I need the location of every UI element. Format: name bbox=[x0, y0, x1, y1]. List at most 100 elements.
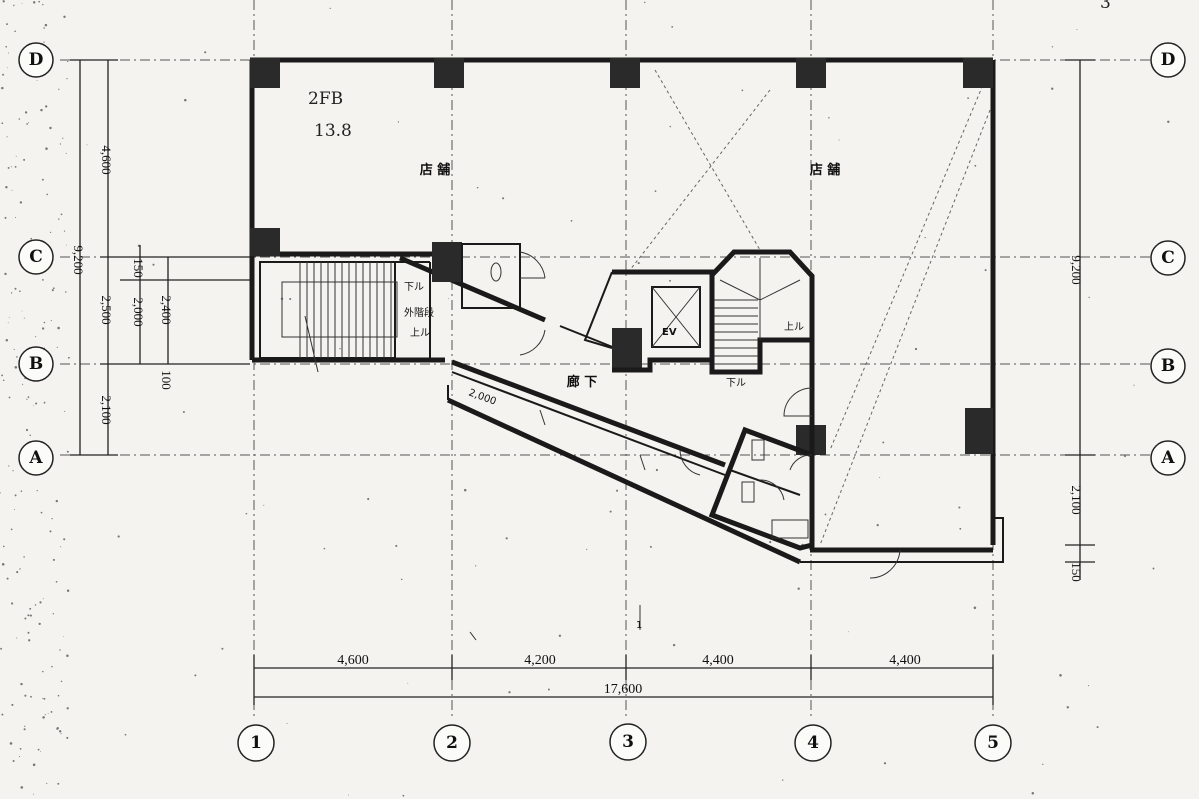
speckle bbox=[0, 492, 1, 494]
speckle bbox=[59, 143, 62, 145]
speckle bbox=[782, 779, 784, 781]
dim-left-2: 2,500 bbox=[99, 295, 114, 324]
speckle bbox=[47, 713, 49, 714]
speckle bbox=[1051, 87, 1054, 90]
speckle bbox=[27, 631, 30, 634]
row-bubble-c-right bbox=[1150, 240, 1186, 276]
speckle bbox=[5, 338, 9, 342]
speckle bbox=[43, 321, 46, 324]
speckle bbox=[60, 213, 63, 216]
speckle bbox=[14, 216, 17, 219]
dim-bottom-1: 4,600 bbox=[337, 653, 369, 668]
speckle bbox=[13, 4, 15, 6]
speckle bbox=[32, 763, 36, 767]
speckle bbox=[649, 545, 652, 548]
speckle bbox=[12, 760, 15, 762]
dimension-right: 9,200 2,100 150 bbox=[1065, 59, 1095, 582]
speckle bbox=[1076, 29, 1078, 31]
speckle bbox=[14, 30, 16, 33]
speckle bbox=[49, 530, 52, 533]
speckle bbox=[0, 647, 3, 650]
walls bbox=[249, 57, 1004, 565]
col-bubble-2 bbox=[433, 724, 471, 762]
speckle bbox=[367, 497, 370, 501]
speckle bbox=[24, 694, 27, 697]
toilet-fixture-icon bbox=[490, 262, 502, 282]
speckle bbox=[63, 230, 66, 232]
speckle bbox=[1096, 726, 1099, 729]
speckle bbox=[34, 604, 37, 606]
speckle bbox=[838, 139, 840, 141]
room-shop-left: 店 舗 bbox=[420, 162, 451, 178]
speckle bbox=[63, 636, 65, 638]
column-d1 bbox=[250, 58, 280, 88]
speckle bbox=[1133, 384, 1135, 386]
speckle bbox=[797, 587, 800, 590]
speckle bbox=[35, 336, 37, 338]
col-label-3: 3 bbox=[622, 732, 634, 752]
row-bubbles: D C B A D C B A bbox=[18, 42, 1186, 476]
speckle bbox=[14, 287, 17, 290]
room-shop-right: 店 舗 bbox=[810, 162, 841, 178]
speckle bbox=[1066, 706, 1070, 709]
dim-right-3: 150 bbox=[1069, 562, 1084, 582]
speckle bbox=[39, 601, 42, 604]
speckle bbox=[671, 26, 674, 28]
speckle bbox=[38, 0, 41, 3]
speckle bbox=[323, 547, 326, 550]
speckle bbox=[52, 287, 55, 290]
speckle bbox=[62, 137, 64, 139]
speckle bbox=[286, 723, 288, 724]
dim-left-inner-1: 2,000 bbox=[131, 297, 146, 326]
speckle bbox=[558, 634, 562, 637]
speckle bbox=[66, 589, 70, 593]
column-bubbles: 1 2 3 4 5 bbox=[237, 723, 1012, 762]
dim-corridor: 2,000 bbox=[467, 387, 498, 407]
speckle bbox=[41, 178, 44, 181]
speckle bbox=[848, 631, 850, 633]
speckle bbox=[40, 750, 41, 752]
speckle bbox=[2, 73, 5, 76]
speckle bbox=[655, 468, 659, 472]
doors bbox=[519, 329, 901, 579]
speckle bbox=[1, 86, 4, 90]
speckle bbox=[6, 577, 9, 580]
speckle bbox=[182, 411, 185, 413]
speckle bbox=[669, 125, 672, 128]
speckle bbox=[51, 289, 54, 292]
speckle bbox=[194, 674, 197, 677]
speckle bbox=[21, 2, 23, 4]
dimension-left: 4,600 2,500 2,100 9,200 2,000 150 2,400 … bbox=[70, 59, 250, 456]
speckle bbox=[44, 23, 48, 27]
speckle bbox=[56, 727, 59, 730]
speckle bbox=[29, 434, 31, 437]
speckle bbox=[973, 606, 977, 610]
speckle bbox=[32, 1, 36, 4]
speckle bbox=[4, 272, 7, 276]
dim-left-inner-2: 150 bbox=[131, 258, 146, 278]
speckle bbox=[475, 565, 477, 567]
speckle bbox=[10, 528, 13, 531]
speckle bbox=[1124, 455, 1126, 458]
speckle bbox=[58, 730, 62, 733]
speckle bbox=[19, 201, 23, 204]
speckle bbox=[42, 716, 45, 719]
speckle bbox=[7, 166, 10, 169]
dim-left-total: 9,200 bbox=[71, 245, 86, 274]
speckle bbox=[23, 158, 26, 161]
toilet-fixture-lower-icon bbox=[741, 481, 755, 503]
speckle bbox=[20, 786, 24, 789]
speckle bbox=[49, 126, 52, 130]
speckle bbox=[204, 51, 207, 54]
speckle bbox=[24, 617, 27, 620]
speckle bbox=[23, 728, 26, 731]
speckle bbox=[66, 707, 69, 710]
speckle bbox=[13, 348, 15, 351]
speckle bbox=[45, 105, 48, 108]
speckle bbox=[19, 748, 22, 750]
row-label-d-right: D bbox=[1161, 50, 1176, 70]
column-b3 bbox=[612, 328, 642, 368]
speckle bbox=[1152, 567, 1155, 570]
speckle bbox=[65, 152, 67, 154]
